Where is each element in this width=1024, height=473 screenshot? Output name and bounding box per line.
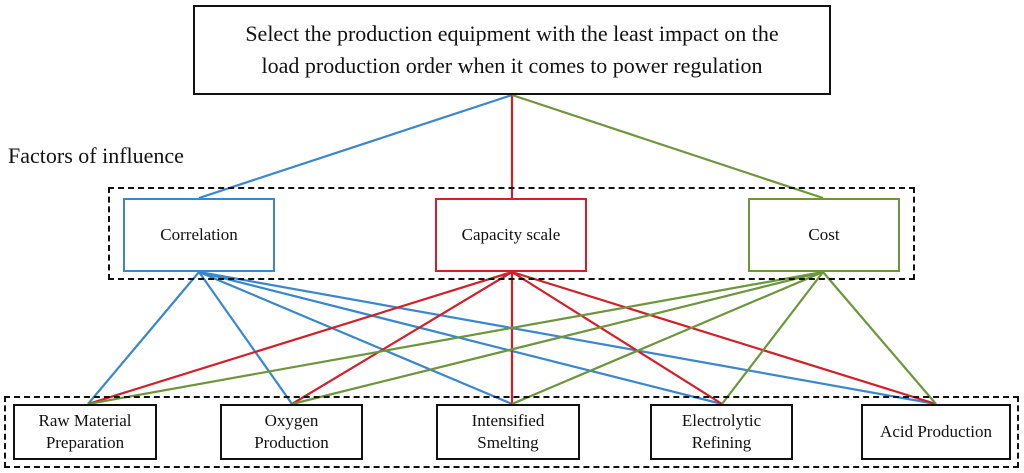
cost-to-oxygen-production-connector <box>291 270 824 406</box>
capacity-scale-to-raw-material-preparation-connector <box>87 270 513 406</box>
goal-text-line-1: Select the production equipment with the… <box>245 21 779 46</box>
alternative-raw-material-preparation-line-1: Raw Material <box>38 411 132 430</box>
capacity-scale-to-oxygen-production-connector <box>291 271 513 405</box>
factors-of-influence-label: Factors of influence <box>8 143 184 168</box>
factor-correlation-box: Correlation <box>123 198 275 272</box>
cost-to-electrolytic-refining-connector <box>721 271 824 405</box>
alternatives-group-frame <box>4 396 1019 468</box>
alternative-intensified-smelting-box: Intensified Smelting <box>436 404 580 460</box>
alternative-intensified-smelting-line-1: Intensified <box>471 411 545 430</box>
alternative-raw-material-preparation-line-2: Preparation <box>45 433 125 452</box>
cost-to-acid-production-connector <box>822 271 937 405</box>
alternative-electrolytic-refining-line-1: Electrolytic <box>681 411 762 430</box>
correlation-to-raw-material-preparation-connector <box>87 271 200 405</box>
correlation-to-intensified-smelting-connector <box>198 270 513 406</box>
capacity-scale-to-electrolytic-refining-connector <box>511 271 723 405</box>
alternative-acid-production-line-1: Acid Production <box>880 422 992 441</box>
correlation-to-acid-production-connector <box>198 270 937 406</box>
alternative-electrolytic-refining-line-2: Refining <box>691 433 752 452</box>
alternative-oxygen-production-line-1: Oxygen <box>264 411 319 430</box>
alternative-electrolytic-refining-box: Electrolytic Refining <box>650 404 793 460</box>
alternative-oxygen-production-line-2: Production <box>254 433 329 452</box>
factor-capacity-scale-label: Capacity scale <box>461 225 561 244</box>
goal-text-line-2: load production order when it comes to p… <box>261 53 763 78</box>
factor-capacity-scale-box: Capacity scale <box>435 198 587 272</box>
alternative-raw-material-preparation-box: Raw Material Preparation <box>13 404 157 460</box>
capacity-scale-to-acid-production-connector <box>511 270 937 406</box>
alternative-oxygen-production-box: Oxygen Production <box>220 404 363 460</box>
factor-cost-label: Cost <box>808 225 840 244</box>
factor-correlation-label: Correlation <box>160 225 238 244</box>
goal-to-correlation-connector <box>198 93 513 200</box>
cost-to-intensified-smelting-connector <box>511 270 824 406</box>
factor-cost-box: Cost <box>748 198 900 272</box>
factors-group-frame <box>108 187 915 280</box>
cost-to-raw-material-preparation-connector <box>87 270 824 406</box>
correlation-to-oxygen-production-connector <box>198 271 293 405</box>
alternative-acid-production-box: Acid Production <box>861 404 1011 460</box>
goal-to-cost-connector <box>511 93 824 200</box>
goal-box: Select the production equipment with the… <box>193 5 831 95</box>
alternative-intensified-smelting-line-2: Smelting <box>477 433 539 452</box>
